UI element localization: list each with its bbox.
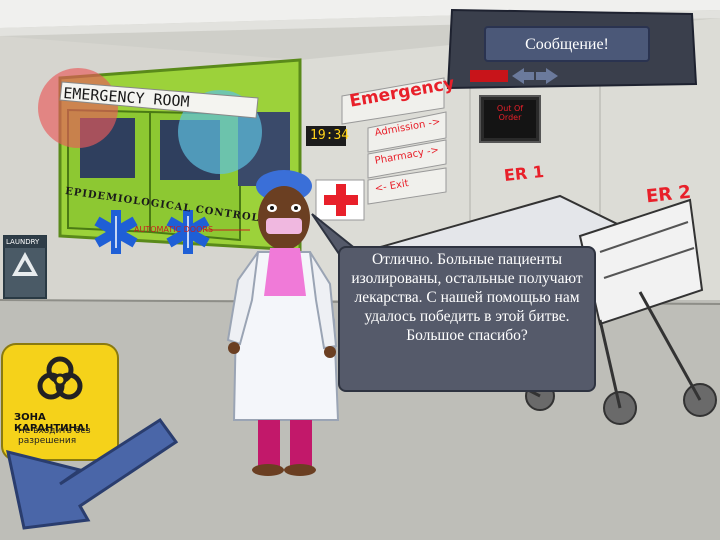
exit-sign[interactable] [367, 167, 447, 205]
emergency-sign [341, 77, 445, 125]
dialogue-bubble: Отлично. Больные пациенты изолированы, о… [338, 246, 596, 392]
red-indicator [470, 70, 508, 82]
automatic-doors-text: AUTOMATIC DOORS [134, 225, 214, 234]
wall-clock-time: 19:34 [310, 128, 350, 143]
wall-clock [306, 126, 346, 146]
star-of-life-icon [94, 210, 138, 254]
star-of-life-icon [166, 210, 210, 254]
quarantine-text: Не входить без разрешения [18, 426, 91, 446]
red-cross-icon [315, 179, 365, 221]
emergency-room-sign [59, 81, 259, 119]
out-of-order-text: Out Of Order [496, 104, 524, 122]
quarantine-title: ЗОНА КАРАНТИНА! [14, 412, 90, 434]
biohazard-icon [37, 356, 83, 400]
recycle-icon [12, 252, 38, 276]
pharmacy-sign [367, 139, 447, 179]
dialogue-text: Отлично. Больные пациенты изолированы, о… [351, 251, 583, 344]
surgical-mask [266, 218, 302, 234]
message-button[interactable]: Сообщение! [484, 26, 650, 62]
red-light-circle [38, 68, 118, 148]
laundry-chute[interactable] [3, 235, 47, 299]
left-right-arrows-icon[interactable] [512, 68, 558, 84]
admission-sign [367, 111, 447, 153]
laundry-label: LAUNDRY [6, 238, 40, 246]
doctor-character[interactable] [226, 170, 340, 476]
ceiling [0, 0, 720, 28]
back-arrow-icon[interactable] [6, 417, 179, 530]
quarantine-sign [1, 343, 119, 461]
